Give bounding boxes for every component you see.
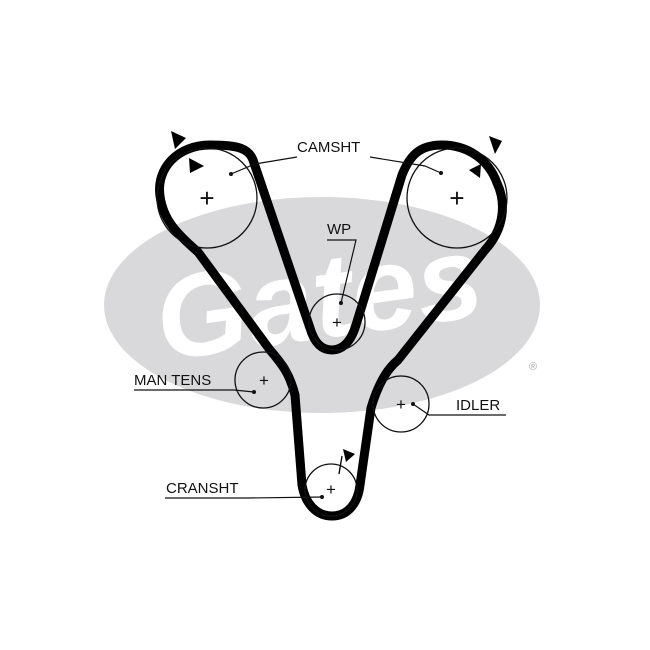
- manual-tensioner-pulley: [234, 351, 292, 409]
- logo-oval: [104, 197, 540, 413]
- center-mark-cam-right: +: [449, 183, 464, 213]
- dot-wp: [339, 301, 343, 305]
- dot-cam-right: [439, 171, 443, 175]
- timing-mark-cam-left-inner: [189, 158, 204, 173]
- leader-dots: [229, 171, 443, 499]
- timing-marks: [171, 131, 502, 475]
- label-cransht: CRANSHT: [166, 480, 239, 497]
- label-idler: IDLER: [456, 397, 500, 414]
- timing-mark-cam-left-outer: [171, 131, 186, 149]
- label-wp: WP: [327, 221, 351, 238]
- center-mark-cam-left: +: [199, 183, 214, 213]
- water-pump-pulley: [308, 293, 366, 351]
- label-man-tens: MAN TENS: [134, 372, 211, 389]
- timing-mark-cam-right-inner: [469, 164, 481, 178]
- leader-man-tens: [134, 389, 255, 393]
- timing-mark-crank-line: [338, 455, 343, 475]
- timing-mark-cam-right-outer: [489, 136, 502, 154]
- label-camsht: CAMSHT: [297, 139, 360, 156]
- timing-mark-crank: [343, 449, 355, 462]
- leader-wp: [327, 239, 357, 304]
- center-mark-wp: +: [332, 313, 342, 332]
- camshaft-right-pulley: [406, 147, 508, 249]
- crankshaft-pulley: [304, 463, 358, 517]
- idler-pulley: [372, 375, 430, 433]
- component-labels: CAMSHT WP MAN TENS IDLER CRANSHT: [134, 139, 500, 497]
- leader-lines: [134, 156, 506, 499]
- pulleys: [156, 147, 508, 517]
- logo-registered-mark: ®: [529, 361, 537, 373]
- camshaft-left-pulley: [156, 147, 258, 249]
- leader-camshaft-right: [369, 156, 442, 174]
- leader-camshaft-left: [230, 156, 298, 175]
- dot-cransht: [320, 495, 324, 499]
- belt-path: [155, 140, 507, 521]
- center-mark-idler: +: [396, 395, 406, 414]
- leader-cransht: [165, 496, 323, 499]
- dot-cam-left: [229, 172, 233, 176]
- center-marks: + + + + + +: [199, 183, 464, 499]
- center-mark-crank: +: [326, 480, 336, 499]
- timing-belt: [155, 140, 507, 521]
- brand-logo-watermark: Gates ®: [104, 197, 540, 413]
- center-mark-tens: +: [259, 371, 269, 390]
- leader-idler: [412, 403, 506, 416]
- dot-man-tens: [252, 390, 256, 394]
- dot-idler: [411, 402, 415, 406]
